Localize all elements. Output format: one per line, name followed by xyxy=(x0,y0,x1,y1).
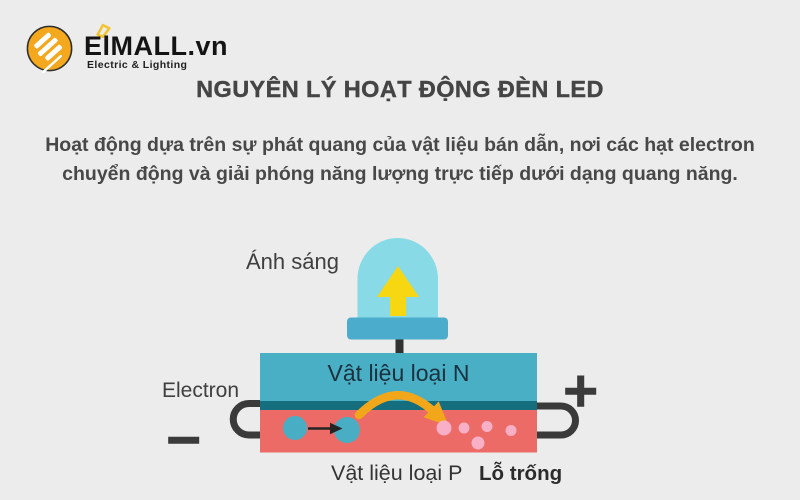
hole-dot xyxy=(505,425,517,436)
hole-label: Lỗ trống xyxy=(479,462,563,485)
left-wire xyxy=(229,400,263,439)
led-base xyxy=(347,317,448,340)
electron-dots xyxy=(283,416,360,443)
logo-stripes xyxy=(34,32,63,74)
spark-shape xyxy=(96,23,111,39)
electron-label: Electron xyxy=(162,379,240,402)
hole-dot xyxy=(458,422,470,434)
electron-dot xyxy=(283,416,307,440)
hole-dot xyxy=(481,421,493,432)
brand-tagline: Electric & Lighting xyxy=(87,59,188,71)
p-material-label: Vật liệu loại P xyxy=(331,461,463,485)
hole-dot xyxy=(436,420,452,436)
plus-terminal-label: + xyxy=(560,363,601,418)
description-text: Hoạt động dựa trên sự phát quang của vật… xyxy=(45,134,755,185)
circuit-wires xyxy=(229,400,579,439)
logo-mark xyxy=(26,25,73,74)
light-label: Ánh sáng xyxy=(246,249,339,274)
led-lead xyxy=(395,337,404,355)
n-material-label: Vật liệu loại N xyxy=(327,360,470,386)
electron-dot xyxy=(334,417,360,443)
right-wire xyxy=(535,402,579,439)
jump-arrow-icon xyxy=(354,391,449,426)
move-arrow-icon xyxy=(330,422,343,435)
brand-name: ElMALL.vn xyxy=(84,31,228,61)
spark-icon xyxy=(96,23,111,39)
pn-junction xyxy=(260,401,537,410)
minus-terminal-label: − xyxy=(163,412,204,467)
hole-dot xyxy=(471,436,485,450)
hole-dots xyxy=(436,420,517,450)
light-arrow-icon xyxy=(377,266,419,316)
page-title: NGUYÊN LÝ HOẠT ĐỘNG ĐÈN LED xyxy=(196,76,604,102)
